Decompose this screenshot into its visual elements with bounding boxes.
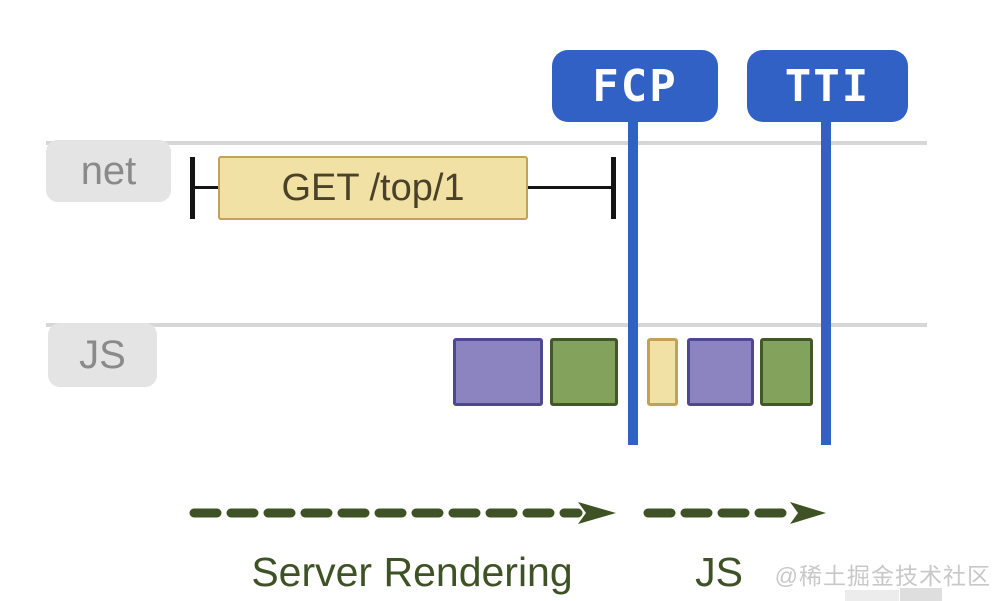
watermark-artifact	[845, 590, 899, 601]
phase-label-server-rendering: Server Rendering	[251, 549, 573, 595]
js-task-block-purple	[453, 338, 543, 406]
request-whisker-right	[611, 157, 616, 219]
watermark-artifact	[900, 588, 942, 601]
js-lane-line	[46, 323, 927, 327]
tti-badge: TTI	[747, 50, 908, 122]
request-whisker-left	[190, 157, 195, 219]
request-connector-right	[525, 186, 613, 189]
net-lane-line	[46, 141, 927, 145]
tti-marker-line	[821, 112, 831, 445]
request-box: GET /top/1	[218, 156, 528, 220]
server-rendering-arrow	[189, 502, 616, 524]
js-task-block-green	[550, 338, 618, 406]
js-lane-label: JS	[48, 323, 157, 387]
request-connector-left	[193, 186, 220, 189]
fcp-marker-line	[628, 112, 638, 445]
js-task-block-green	[760, 338, 813, 406]
js-task-block-purple	[687, 338, 754, 406]
js-task-block-yellow	[647, 338, 678, 406]
js-phase-arrow	[643, 502, 826, 524]
net-lane-label: net	[46, 140, 171, 202]
fcp-badge: FCP	[552, 50, 718, 122]
watermark: @稀土掘金技术社区	[774, 563, 991, 589]
phase-label-js: JS	[695, 549, 743, 595]
